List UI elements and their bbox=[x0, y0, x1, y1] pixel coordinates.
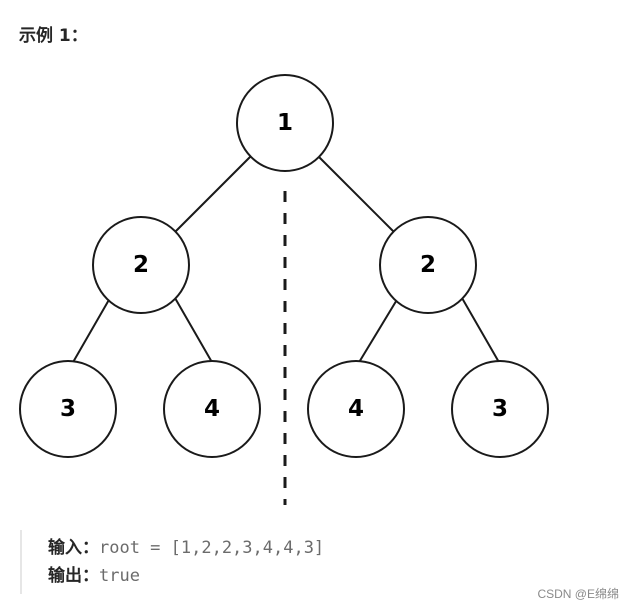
edge-right-rightleft bbox=[357, 297, 399, 365]
node-value: 3 bbox=[492, 396, 508, 422]
input-label: 输入： bbox=[48, 538, 99, 558]
example-heading: 示例 1： bbox=[19, 26, 88, 46]
tree-node-left-right: 4 bbox=[163, 360, 261, 458]
node-value: 2 bbox=[420, 252, 436, 278]
output-value: true bbox=[99, 566, 140, 586]
tree-node-right: 2 bbox=[379, 216, 477, 314]
edge-root-right bbox=[317, 155, 397, 235]
tree-node-right-right: 3 bbox=[451, 360, 549, 458]
edge-root-left bbox=[172, 155, 252, 235]
edge-right-rightright bbox=[461, 297, 501, 365]
node-value: 3 bbox=[60, 396, 76, 422]
tree-node-right-left: 4 bbox=[307, 360, 405, 458]
node-value: 4 bbox=[348, 396, 364, 422]
output-line: 输出：true bbox=[48, 563, 440, 589]
tree-node-left-left: 3 bbox=[19, 360, 117, 458]
node-value: 2 bbox=[133, 252, 149, 278]
tree-node-root: 1 bbox=[236, 74, 334, 172]
node-value: 4 bbox=[204, 396, 220, 422]
input-value: root = [1,2,2,3,4,4,3] bbox=[99, 538, 325, 558]
example-io-block: 输入：root = [1,2,2,3,4,4,3] 输出：true bbox=[20, 530, 440, 594]
csdn-watermark: CSDN @E绵绵 bbox=[537, 587, 619, 601]
output-label: 输出： bbox=[48, 566, 99, 586]
input-line: 输入：root = [1,2,2,3,4,4,3] bbox=[48, 535, 440, 561]
node-value: 1 bbox=[277, 110, 293, 136]
edge-left-leftright bbox=[174, 297, 214, 365]
edge-left-leftleft bbox=[71, 297, 111, 365]
tree-node-left: 2 bbox=[92, 216, 190, 314]
symmetric-tree-diagram: 1 2 2 3 4 4 3 bbox=[19, 74, 549, 505]
